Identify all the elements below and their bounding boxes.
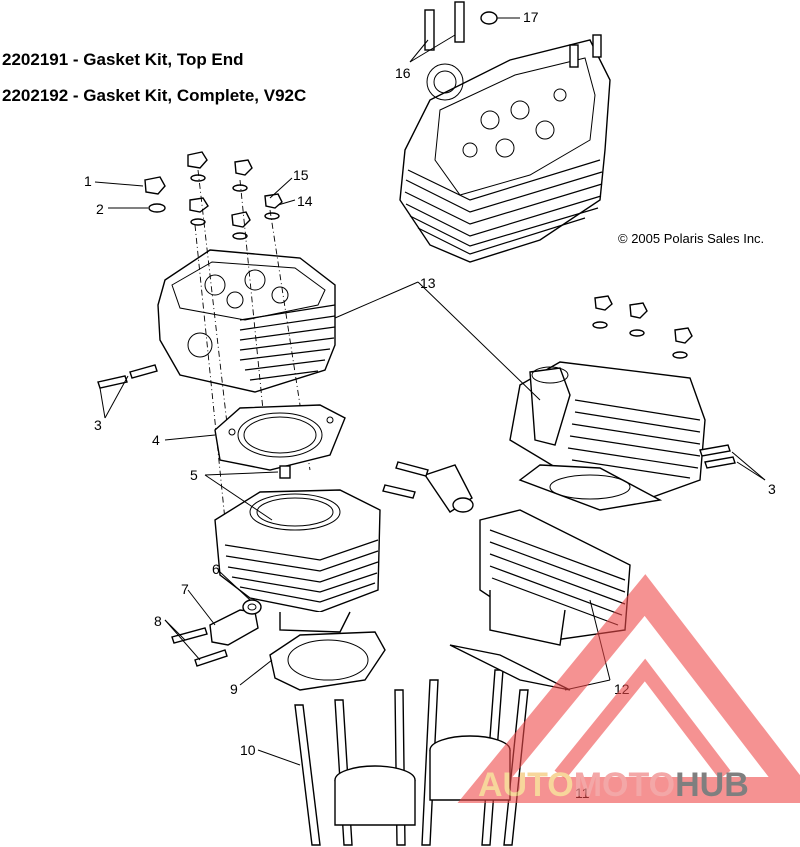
- callout-5: 5: [190, 467, 198, 483]
- cylinder-head-gasket-front: [214, 404, 346, 471]
- rear-cylinder-head-top-view: [399, 1, 611, 263]
- dowel-pin-upper: [279, 465, 291, 479]
- cam-chain-tensioner: [171, 599, 262, 667]
- callout-3-rear: 3: [768, 481, 776, 497]
- callout-9: 9: [230, 681, 238, 697]
- front-cylinder: [214, 489, 381, 633]
- callout-3-front: 3: [94, 417, 102, 433]
- callout-14: 14: [297, 193, 313, 209]
- callout-15: 15: [293, 167, 309, 183]
- cylinder-studs-and-piston: [294, 669, 529, 846]
- callout-10: 10: [240, 742, 256, 758]
- callout-13: 13: [420, 275, 436, 291]
- gasket-kit-complete-label: 2202192 - Gasket Kit, Complete, V92C: [2, 86, 307, 105]
- callout-1: 1: [84, 173, 92, 189]
- watermark-triangle: [457, 574, 800, 803]
- watermark-logo-text: AUTOMOTOHUB: [478, 766, 749, 804]
- callout-4: 4: [152, 432, 160, 448]
- callout-7: 7: [181, 581, 189, 597]
- rear-cylinder: [382, 461, 663, 691]
- rear-cylinder-head: [509, 295, 736, 499]
- callout-8: 8: [154, 613, 162, 629]
- callout-leader-lines: [94, 17, 766, 766]
- gasket-kit-top-end-label: 2202191 - Gasket Kit, Top End: [2, 50, 244, 69]
- callout-numbers: 1 2 3 4 5 6 7 8 9 10 11 12 13 14 15 16 1…: [84, 9, 776, 801]
- callout-16: 16: [395, 65, 411, 81]
- callout-2: 2: [96, 201, 104, 217]
- copyright-notice: © 2005 Polaris Sales Inc.: [618, 231, 765, 246]
- callout-17: 17: [523, 9, 539, 25]
- automotohub-watermark: AUTOMOTOHUB: [457, 574, 800, 804]
- callout-6: 6: [212, 561, 220, 577]
- cylinder-base-gasket-front: [269, 631, 386, 691]
